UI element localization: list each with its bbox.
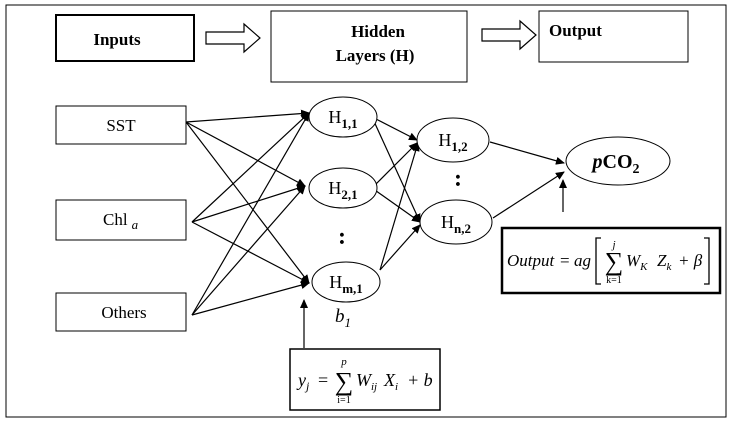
svg-text:Wij: Wij bbox=[356, 370, 377, 393]
node-pco2-label: pCO2 bbox=[591, 151, 640, 177]
connections-layer2-to-output bbox=[489, 141, 565, 219]
svg-text:Zk: Zk bbox=[657, 251, 672, 273]
svg-text:∑: ∑ bbox=[605, 247, 624, 276]
node-hn2-label: Hn,2 bbox=[441, 212, 471, 236]
output-header-label: Output bbox=[549, 21, 602, 40]
svg-text:WK: WK bbox=[626, 251, 648, 273]
svg-text:j: j bbox=[610, 239, 615, 251]
output-equation-box bbox=[500, 226, 722, 295]
svg-text:+ β: + β bbox=[678, 251, 703, 270]
output-header-box bbox=[538, 10, 689, 63]
svg-text:yj: yj bbox=[296, 370, 310, 393]
input-box-others bbox=[55, 292, 187, 332]
input-label-sst: SST bbox=[106, 116, 136, 135]
hidden-header-line2: Layers (H) bbox=[336, 46, 415, 65]
node-h21 bbox=[308, 167, 378, 209]
inputs-header-box bbox=[55, 14, 195, 62]
svg-text:Output: Output bbox=[507, 251, 556, 270]
arrow-inputs-to-hidden bbox=[205, 22, 261, 54]
hidden-header-line1: Hidden bbox=[351, 22, 405, 41]
input-box-chl bbox=[55, 199, 187, 241]
bias-label: b1 bbox=[335, 306, 351, 330]
svg-text:+ b: + b bbox=[407, 370, 433, 390]
input-box-sst bbox=[55, 105, 187, 145]
input-label-others: Others bbox=[101, 303, 146, 322]
svg-text:i=1: i=1 bbox=[337, 395, 350, 406]
node-h21-label: H2,1 bbox=[328, 178, 357, 202]
hidden-equation: yj = p ∑ i=1 Wij Xi + b bbox=[296, 356, 433, 406]
outer-frame bbox=[5, 4, 727, 418]
node-h11 bbox=[308, 96, 378, 138]
svg-text:=: = bbox=[318, 370, 328, 390]
node-h11-label: H1,1 bbox=[328, 107, 357, 131]
hidden-equation-box bbox=[289, 348, 441, 411]
svg-text:k=1: k=1 bbox=[606, 275, 622, 286]
svg-text:∑: ∑ bbox=[335, 367, 354, 396]
layer1-ellipsis: : bbox=[338, 224, 346, 250]
hidden-header-box bbox=[270, 10, 468, 83]
connections-layer1-to-layer2 bbox=[371, 116, 421, 271]
svg-text:=: = bbox=[560, 251, 570, 270]
node-pco2 bbox=[565, 136, 671, 186]
node-h12-label: H1,2 bbox=[438, 130, 467, 154]
svg-text:p: p bbox=[340, 356, 347, 368]
node-hm1 bbox=[311, 261, 381, 303]
arrow-hidden-to-output bbox=[481, 19, 537, 51]
inputs-header-label: Inputs bbox=[93, 30, 141, 49]
svg-text:Xi: Xi bbox=[383, 370, 398, 393]
node-h12 bbox=[416, 117, 490, 163]
connections-input-to-layer1 bbox=[185, 109, 310, 316]
node-hn2 bbox=[419, 199, 493, 245]
svg-text:ag: ag bbox=[574, 251, 591, 270]
node-hm1-label: Hm,1 bbox=[329, 272, 363, 296]
layer2-ellipsis: : bbox=[454, 166, 462, 192]
output-equation: Output = ag j ∑ k=1 WK Zk + β bbox=[507, 237, 710, 286]
